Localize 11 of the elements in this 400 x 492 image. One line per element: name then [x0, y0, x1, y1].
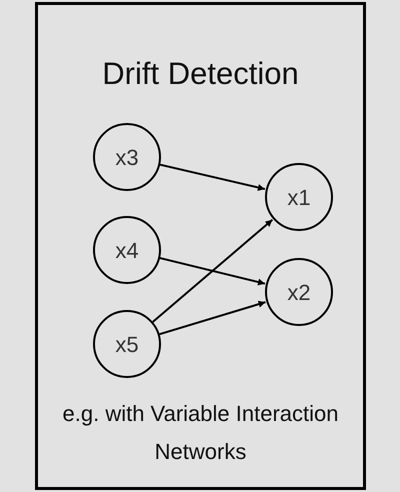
variable-label: x1 [287, 184, 311, 212]
variable-label: x3 [115, 144, 139, 172]
title: Drift Detection [101, 55, 300, 93]
arrow [159, 300, 266, 336]
caption: e.g. with Variable Interaction Networks [62, 400, 340, 466]
arrow [160, 164, 266, 191]
arrow [160, 257, 266, 286]
variable-label: x2 [287, 278, 311, 306]
variable-label: x4 [115, 236, 139, 264]
variable-label: x5 [115, 330, 139, 358]
arrow [152, 218, 274, 323]
